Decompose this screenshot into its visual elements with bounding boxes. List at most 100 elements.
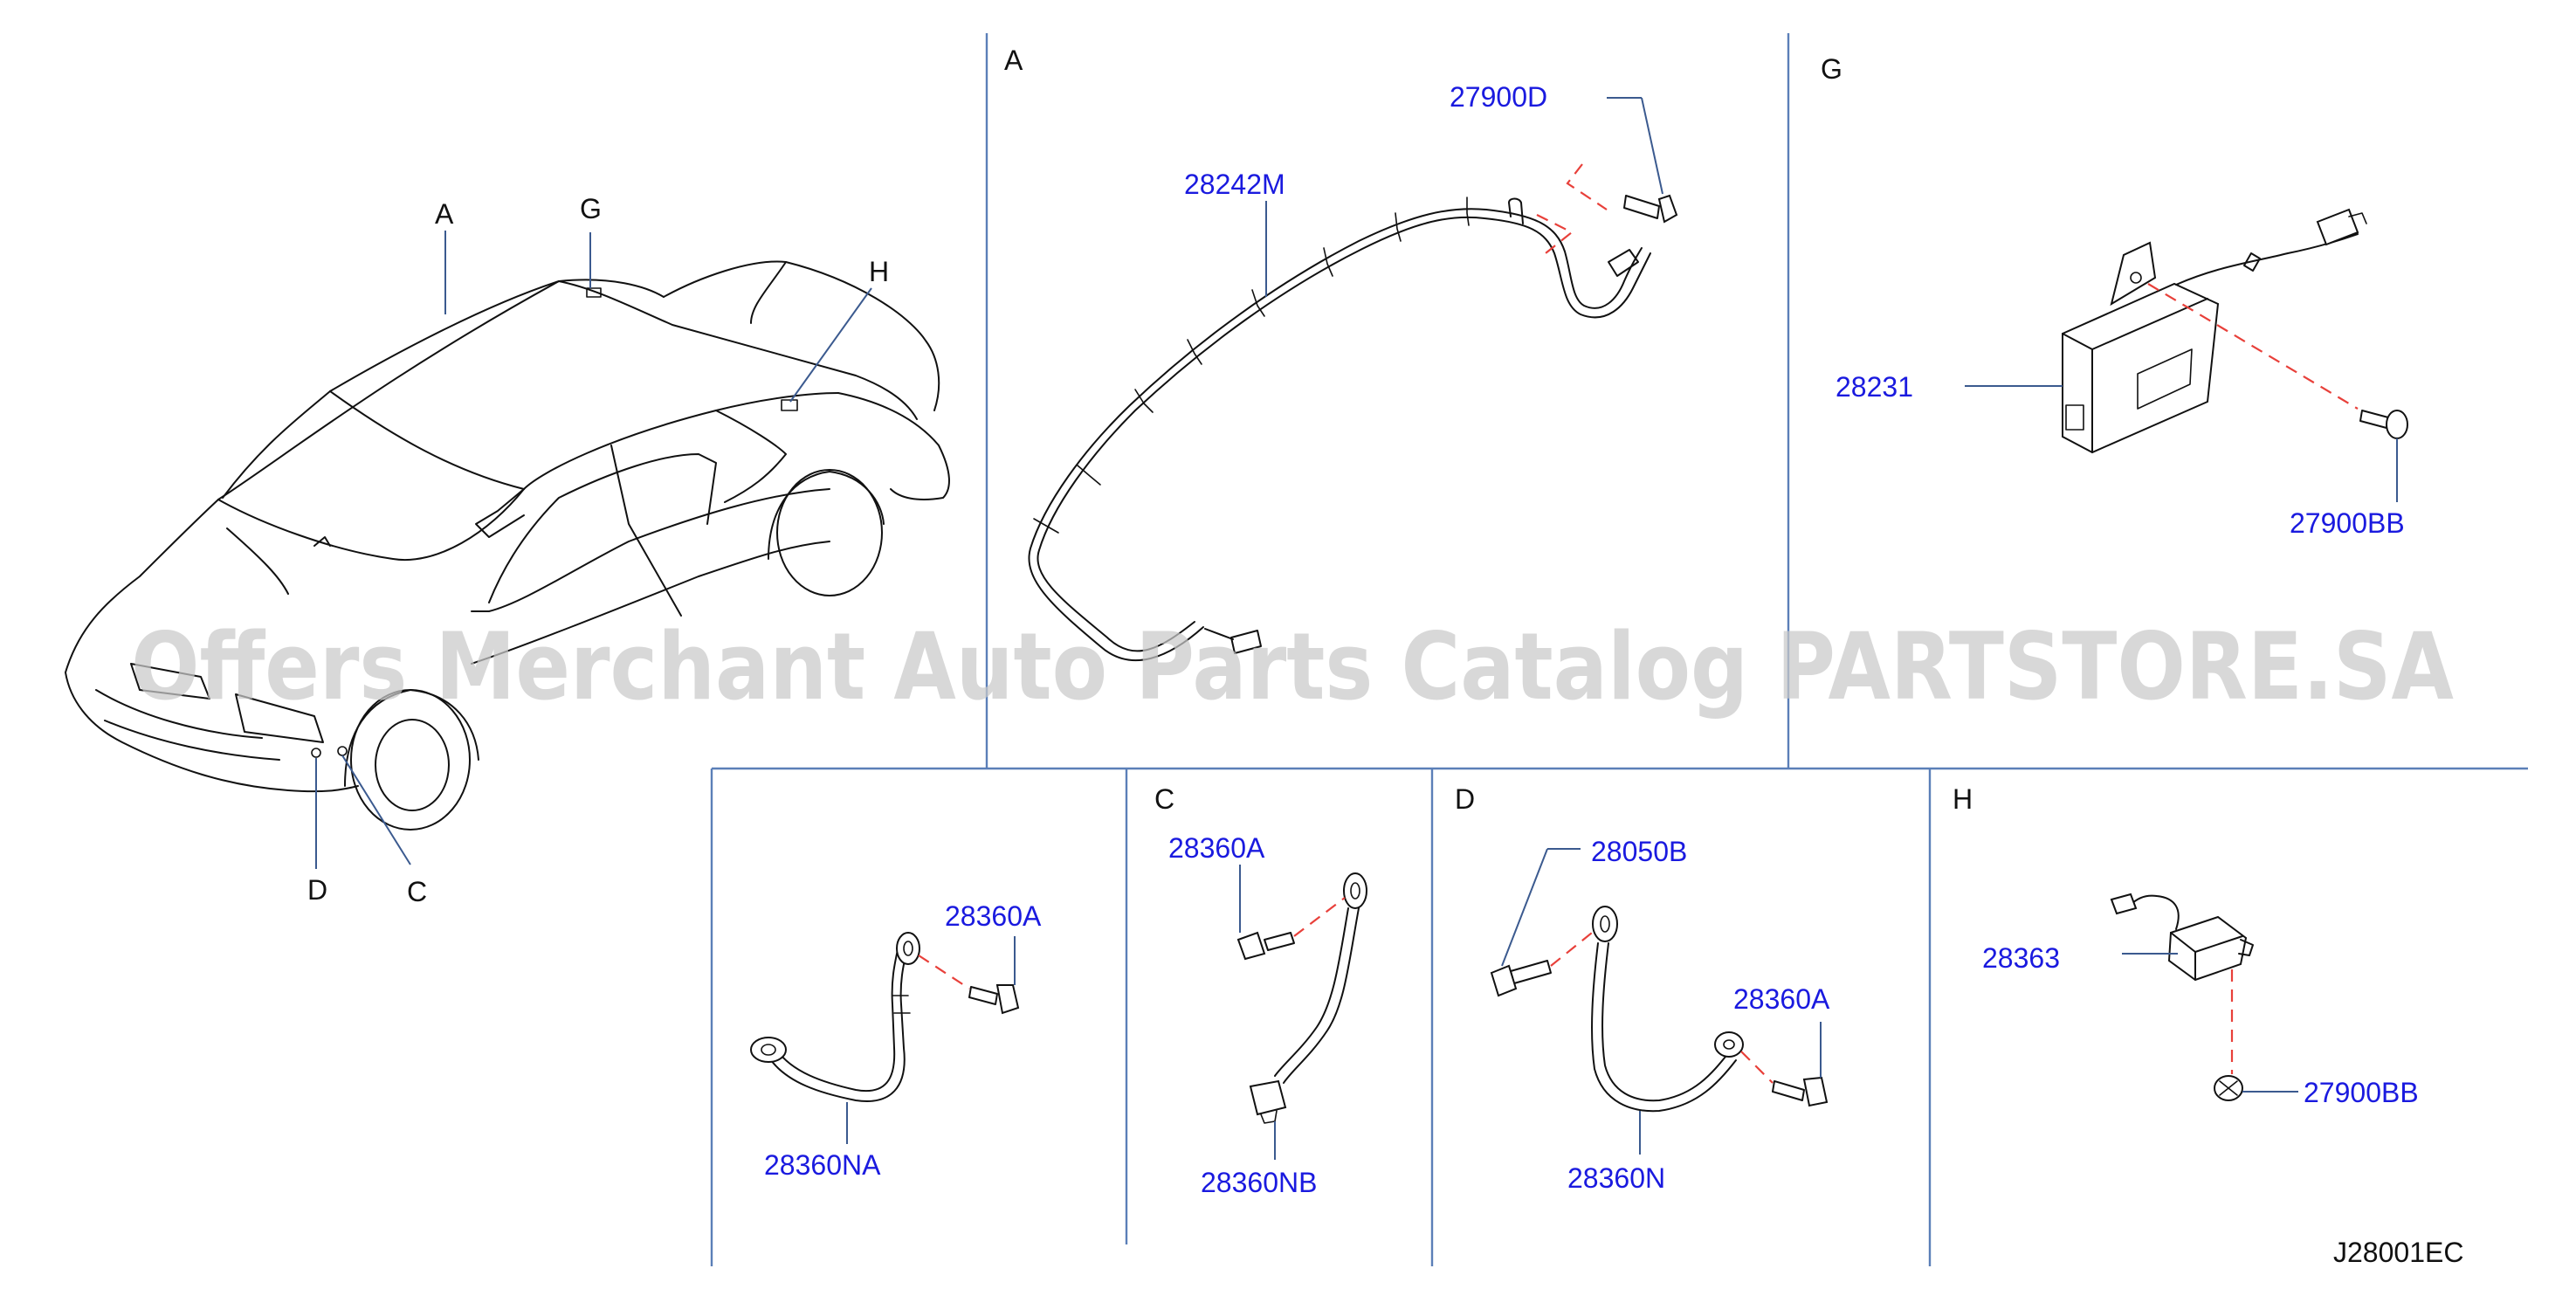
bolt-d-head <box>1802 1076 1829 1107</box>
bolt-28360a-b <box>968 984 1020 1015</box>
feeder-clip-6 <box>1323 247 1333 277</box>
car-windshield-top <box>329 280 560 392</box>
bolt-c-shank <box>1264 932 1295 951</box>
part-28363: 28363 <box>1982 942 2060 974</box>
section-h: H 28363 27900BB <box>1953 783 2419 1108</box>
car-roof-rear <box>558 280 918 420</box>
bolt-b-shank <box>968 986 998 1005</box>
dash-strap-nb <box>1293 897 1346 937</box>
strap-n-eye-top-hole <box>1600 915 1610 933</box>
leader-overview-c <box>341 755 411 865</box>
bolt-28360a-d <box>1772 1076 1829 1107</box>
control-unit-body <box>2062 282 2220 454</box>
section-c: C 28360A 28360NB <box>1154 783 1367 1198</box>
control-unit-connector <box>2316 208 2359 246</box>
strap-nb-cable-inner <box>1274 907 1349 1077</box>
car-rocker-upper <box>471 488 830 612</box>
strap-na-eye-left-hole <box>761 1044 776 1056</box>
car-bumper <box>65 672 359 793</box>
bolt-27900d-head <box>1657 194 1678 224</box>
part-28360na: 28360NA <box>764 1149 881 1181</box>
car-front-window <box>488 453 717 603</box>
section-g-label: G <box>1821 53 1842 85</box>
part-27900bb-g: 27900BB <box>2290 507 2405 539</box>
leader-overview-h <box>789 287 872 403</box>
strap-nb-cable <box>1283 907 1360 1084</box>
part-27900bb-h: 27900BB <box>2304 1077 2419 1108</box>
leader-27900d <box>1641 97 1663 195</box>
feeder-clip-5 <box>1251 289 1265 317</box>
car-rear-quarter <box>837 392 950 500</box>
part-28231: 28231 <box>1836 371 1913 403</box>
car-a-pillar <box>222 390 331 499</box>
feeder-clip-8 <box>1466 196 1470 226</box>
dash-27900d-upper <box>1566 163 1608 210</box>
control-unit-bracket-hole <box>2130 272 2142 284</box>
car-b-pillar <box>610 445 682 617</box>
car-h-marker <box>781 399 798 411</box>
part-27900d: 27900D <box>1450 81 1547 113</box>
overview-callout-g: G <box>580 193 602 224</box>
strap-n-cable-outer <box>1591 942 1737 1113</box>
car-windshield-base <box>329 390 525 490</box>
strap-nb-eye <box>1343 872 1367 909</box>
screw-g-head <box>2386 410 2408 439</box>
section-b: 28360A 28360NA <box>750 900 1042 1181</box>
strap-nb-connector-tip <box>1260 1110 1278 1124</box>
part-28360a-b: 28360A <box>945 900 1042 932</box>
strap-n-eye-top <box>1592 906 1618 942</box>
screw-h-cross <box>2219 1080 2238 1096</box>
dash-27900d-lower <box>1536 214 1574 254</box>
overview-callout-c: C <box>407 876 427 907</box>
feeder-clip-3 <box>1134 389 1154 413</box>
strap-na-eye-top <box>896 932 920 965</box>
part-28050b: 28050B <box>1591 836 1687 867</box>
part-28360a-d: 28360A <box>1733 983 1830 1015</box>
feeder-clip-2 <box>1077 465 1101 486</box>
bolt-28050b-shank <box>1510 960 1552 984</box>
part-28360nb: 28360NB <box>1201 1167 1317 1198</box>
sensor-plug <box>2110 893 2138 915</box>
feeder-connector-neck <box>1204 628 1234 640</box>
control-unit-label-plate <box>2137 348 2193 410</box>
section-c-label: C <box>1154 783 1174 815</box>
control-unit-harness-clip <box>2243 252 2261 272</box>
car-front-arch <box>344 689 479 787</box>
control-unit-connector-tab <box>2348 212 2367 224</box>
screw-27900bb-g <box>2359 410 2408 439</box>
bolt-28360a-c <box>1236 931 1295 961</box>
overview-callout-h: H <box>869 256 889 287</box>
car-d-marker <box>311 748 321 758</box>
feeder-cable-outline <box>1028 208 1643 662</box>
car-rear-wheel <box>776 469 883 596</box>
strap-na-cable-inner <box>775 941 900 1093</box>
section-d: D 28050B 28360A 28360N <box>1455 783 1830 1194</box>
strap-n-eye-right-hole <box>1723 1039 1735 1050</box>
bolt-28050b-head <box>1490 964 1518 997</box>
car-hood-crease <box>226 527 289 595</box>
bolt-28050b <box>1490 960 1552 997</box>
feeder-clip-4 <box>1187 339 1202 365</box>
car-c-marker <box>337 746 348 756</box>
feeder-connector-bottom <box>1230 630 1262 654</box>
car-rear-deck <box>663 260 940 411</box>
part-28242m: 28242M <box>1184 169 1285 200</box>
screw-27900bb-h <box>2214 1075 2243 1101</box>
strap-na-cable <box>768 942 909 1102</box>
strap-na-eye-top-hole <box>903 941 913 956</box>
dash-strap-na <box>918 955 970 989</box>
part-28360n: 28360N <box>1567 1162 1665 1194</box>
feeder-clips <box>1033 196 1470 534</box>
strap-n-cable <box>1601 942 1730 1102</box>
strap-nb-eye-hole <box>1350 882 1360 900</box>
strap-na-eye-left <box>750 1037 787 1063</box>
feeder-clip-7 <box>1395 212 1402 242</box>
overview-callout-a: A <box>435 198 454 230</box>
feeder-clip-1 <box>1033 518 1059 534</box>
car-mirror <box>475 488 525 538</box>
car-headlamp-left <box>130 663 210 700</box>
section-h-label: H <box>1953 783 1973 815</box>
car-headlamp-right <box>235 693 324 743</box>
bolt-c-head <box>1236 931 1266 961</box>
